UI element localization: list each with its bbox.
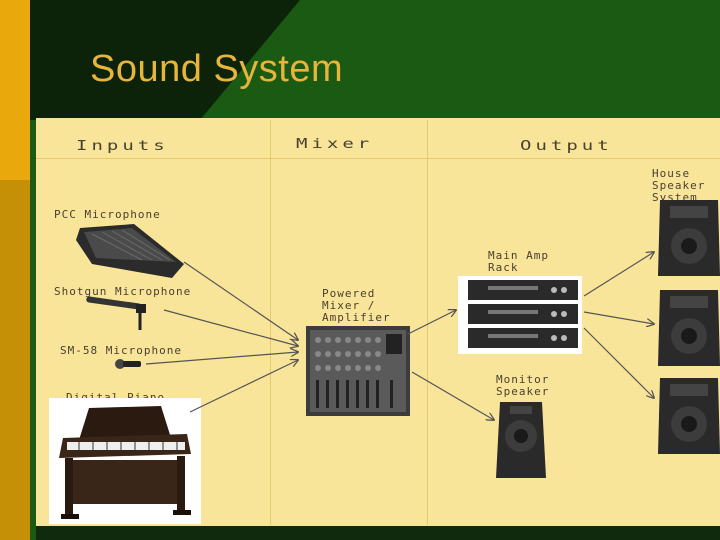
input-label-pcc: PCC Microphone <box>54 208 161 221</box>
house-speaker-icon <box>658 200 720 276</box>
amp-rack-label: Main Amp Rack <box>488 250 549 274</box>
column-header-mixer: Mixer <box>296 136 374 152</box>
house-speaker-label: House Speaker System <box>652 168 705 204</box>
monitor-label-line-2: Speaker <box>496 385 550 398</box>
digital-piano-icon <box>49 398 201 524</box>
house-label-line-1: House <box>652 167 691 180</box>
powered-mixer-icon <box>306 326 410 416</box>
bottom-strip <box>36 526 720 540</box>
house-speaker-icon-2 <box>658 290 720 366</box>
column-divider-1 <box>270 120 271 525</box>
mixer-label-line-3: Amplifier <box>322 311 391 324</box>
column-divider-2 <box>427 120 428 525</box>
amp-label-line-1: Main Amp <box>488 249 549 262</box>
mixer-label: Powered Mixer / Amplifier <box>322 288 391 324</box>
monitor-speaker-label: Monitor Speaker <box>496 374 549 398</box>
accent-bar-lower <box>0 180 30 540</box>
sm58-microphone-icon <box>115 359 141 369</box>
monitor-label-line-1: Monitor <box>496 373 550 386</box>
header-divider <box>36 158 720 159</box>
shotgun-microphone-icon <box>86 296 146 330</box>
column-header-inputs: Inputs <box>76 138 169 154</box>
house-speaker-icon-3 <box>658 378 720 454</box>
input-label-shotgun: Shotgun Microphone <box>54 285 192 298</box>
monitor-speaker-icon <box>496 402 546 478</box>
pcc-microphone-icon <box>76 224 184 278</box>
amp-rack-icon <box>458 276 582 354</box>
column-header-output: Output <box>520 138 613 154</box>
amp-label-line-2: Rack <box>488 261 519 274</box>
house-label-line-2: Speaker <box>652 179 706 192</box>
mixer-label-line-2: Mixer / <box>322 299 376 312</box>
mixer-label-line-1: Powered <box>322 287 376 300</box>
slide-title: Sound System <box>90 48 344 90</box>
